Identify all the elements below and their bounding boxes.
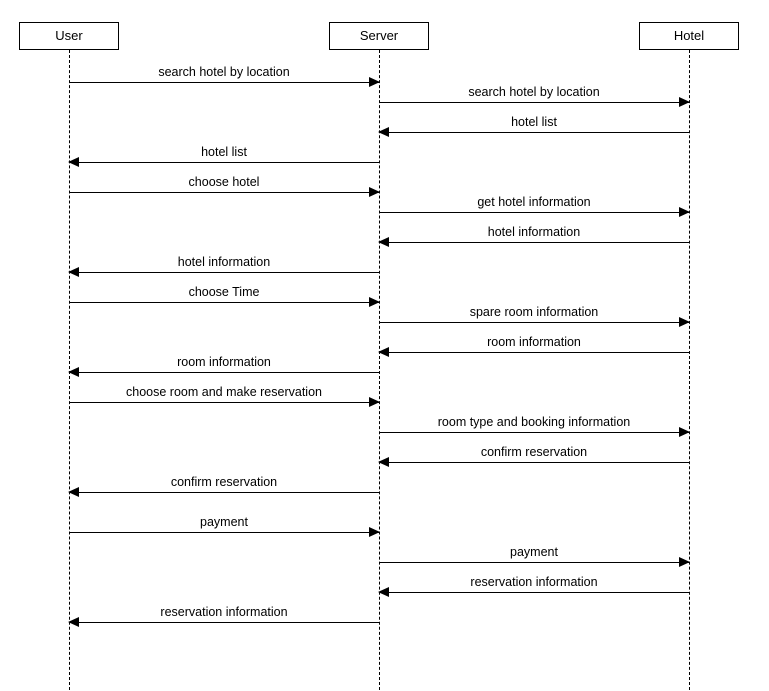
message-line: [379, 212, 689, 213]
message-label: room type and booking information: [437, 415, 631, 429]
message-line: [69, 82, 379, 83]
arrowhead-left-icon: [378, 127, 389, 137]
message-label: hotel information: [177, 255, 271, 269]
message-label: payment: [200, 515, 248, 529]
message-line: [379, 562, 689, 563]
message-label: hotel list: [201, 145, 247, 159]
message-label: choose Time: [188, 285, 260, 299]
message-line: [69, 162, 379, 163]
message-line: [69, 192, 379, 193]
message-line: [69, 402, 379, 403]
message-line: [379, 432, 689, 433]
message-line: [69, 372, 379, 373]
arrowhead-left-icon: [68, 487, 79, 497]
message-line: [379, 132, 689, 133]
lifeline-server: [379, 50, 380, 690]
message-label: confirm reservation: [480, 445, 588, 459]
message-line: [379, 322, 689, 323]
arrowhead-right-icon: [369, 527, 380, 537]
arrowhead-right-icon: [679, 97, 690, 107]
arrowhead-left-icon: [378, 457, 389, 467]
message-line: [69, 492, 379, 493]
arrowhead-left-icon: [378, 237, 389, 247]
arrowhead-left-icon: [68, 267, 79, 277]
message-label: payment: [510, 545, 558, 559]
arrowhead-right-icon: [369, 297, 380, 307]
message-label: get hotel information: [477, 195, 591, 209]
message-label: search hotel by location: [468, 85, 600, 99]
message-line: [379, 352, 689, 353]
message-line: [379, 462, 689, 463]
lifeline-hotel: [689, 50, 690, 690]
arrowhead-left-icon: [68, 367, 79, 377]
arrowhead-left-icon: [68, 157, 79, 167]
message-label: choose room and make reservation: [126, 385, 322, 399]
message-line: [379, 102, 689, 103]
message-label: hotel information: [487, 225, 581, 239]
message-line: [69, 532, 379, 533]
message-label: hotel list: [511, 115, 557, 129]
message-label: search hotel by location: [158, 65, 290, 79]
message-label: reservation information: [160, 605, 288, 619]
arrowhead-right-icon: [679, 427, 690, 437]
arrowhead-right-icon: [369, 77, 380, 87]
participant-box-hotel[interactable]: Hotel: [639, 22, 739, 50]
message-line: [69, 622, 379, 623]
arrowhead-right-icon: [679, 207, 690, 217]
message-label: spare room information: [469, 305, 599, 319]
arrowhead-right-icon: [369, 397, 380, 407]
arrowhead-right-icon: [679, 317, 690, 327]
arrowhead-right-icon: [369, 187, 380, 197]
arrowhead-left-icon: [378, 347, 389, 357]
arrowhead-right-icon: [679, 557, 690, 567]
message-label: choose hotel: [188, 175, 260, 189]
arrowhead-left-icon: [378, 587, 389, 597]
message-label: reservation information: [470, 575, 598, 589]
message-label: confirm reservation: [170, 475, 278, 489]
message-label: room information: [487, 335, 581, 349]
message-line: [69, 302, 379, 303]
message-label: room information: [177, 355, 271, 369]
message-line: [69, 272, 379, 273]
message-line: [379, 592, 689, 593]
message-line: [379, 242, 689, 243]
participant-box-server[interactable]: Server: [329, 22, 429, 50]
participant-box-user[interactable]: User: [19, 22, 119, 50]
arrowhead-left-icon: [68, 617, 79, 627]
